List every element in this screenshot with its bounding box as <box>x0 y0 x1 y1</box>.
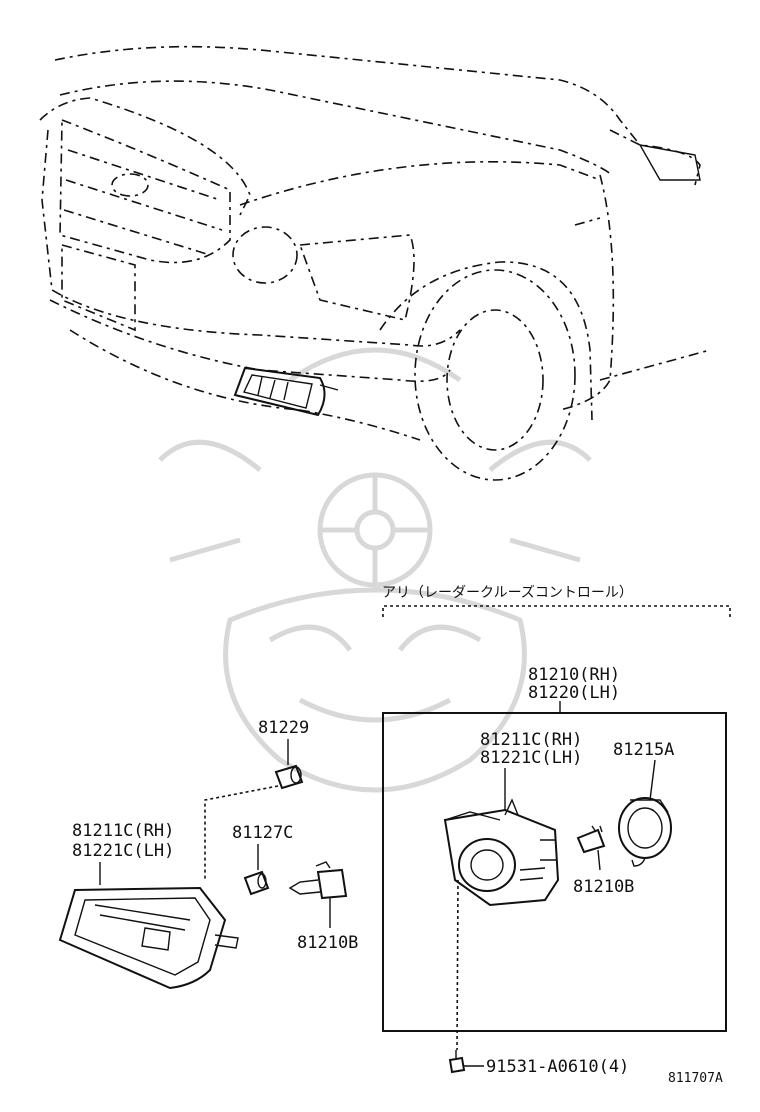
label-lens-rh-right: 81211C(RH) <box>480 730 582 750</box>
label-lens-lh-right: 81221C(LH) <box>480 748 582 768</box>
cover-right <box>618 797 672 867</box>
label-lens-lh-left: 81221C(LH) <box>72 841 174 861</box>
vehicle-outline <box>39 45 711 481</box>
bulb-right <box>576 825 606 854</box>
watermark-emblem <box>158 347 592 793</box>
socket-dotted-line <box>204 785 279 880</box>
label-lamp-assy-rh: 81210(RH) <box>528 665 620 685</box>
fog-lamp-housing-right <box>443 798 560 907</box>
radar-cruise-note: アリ（レーダークルーズコントロール） <box>382 585 633 601</box>
screw-dotted-line <box>456 879 459 1051</box>
figure-code: 811707A <box>668 1071 723 1086</box>
leader-bulb-right <box>597 849 601 871</box>
fog-lamp-on-vehicle <box>233 366 339 417</box>
label-bulb-left: 81210B <box>297 933 358 953</box>
assembly-box <box>382 712 727 1032</box>
label-lens-rh-left: 81211C(RH) <box>72 821 174 841</box>
label-socket-left: 81127C <box>232 823 293 843</box>
label-lamp-assy-lh: 81220(LH) <box>528 683 620 703</box>
screw <box>448 1050 466 1074</box>
socket-top-part <box>274 764 304 790</box>
label-socket-top: 81229 <box>258 718 309 738</box>
leader-cover-right <box>649 759 656 801</box>
bulb-left <box>288 861 348 900</box>
label-cover-right: 81215A <box>613 740 674 760</box>
label-screw: 91531-A0610(4) <box>486 1057 629 1077</box>
socket-left-part <box>243 870 270 896</box>
fog-lamp-left <box>58 886 239 990</box>
note-bracket <box>382 605 731 617</box>
label-bulb-right: 81210B <box>573 877 634 897</box>
